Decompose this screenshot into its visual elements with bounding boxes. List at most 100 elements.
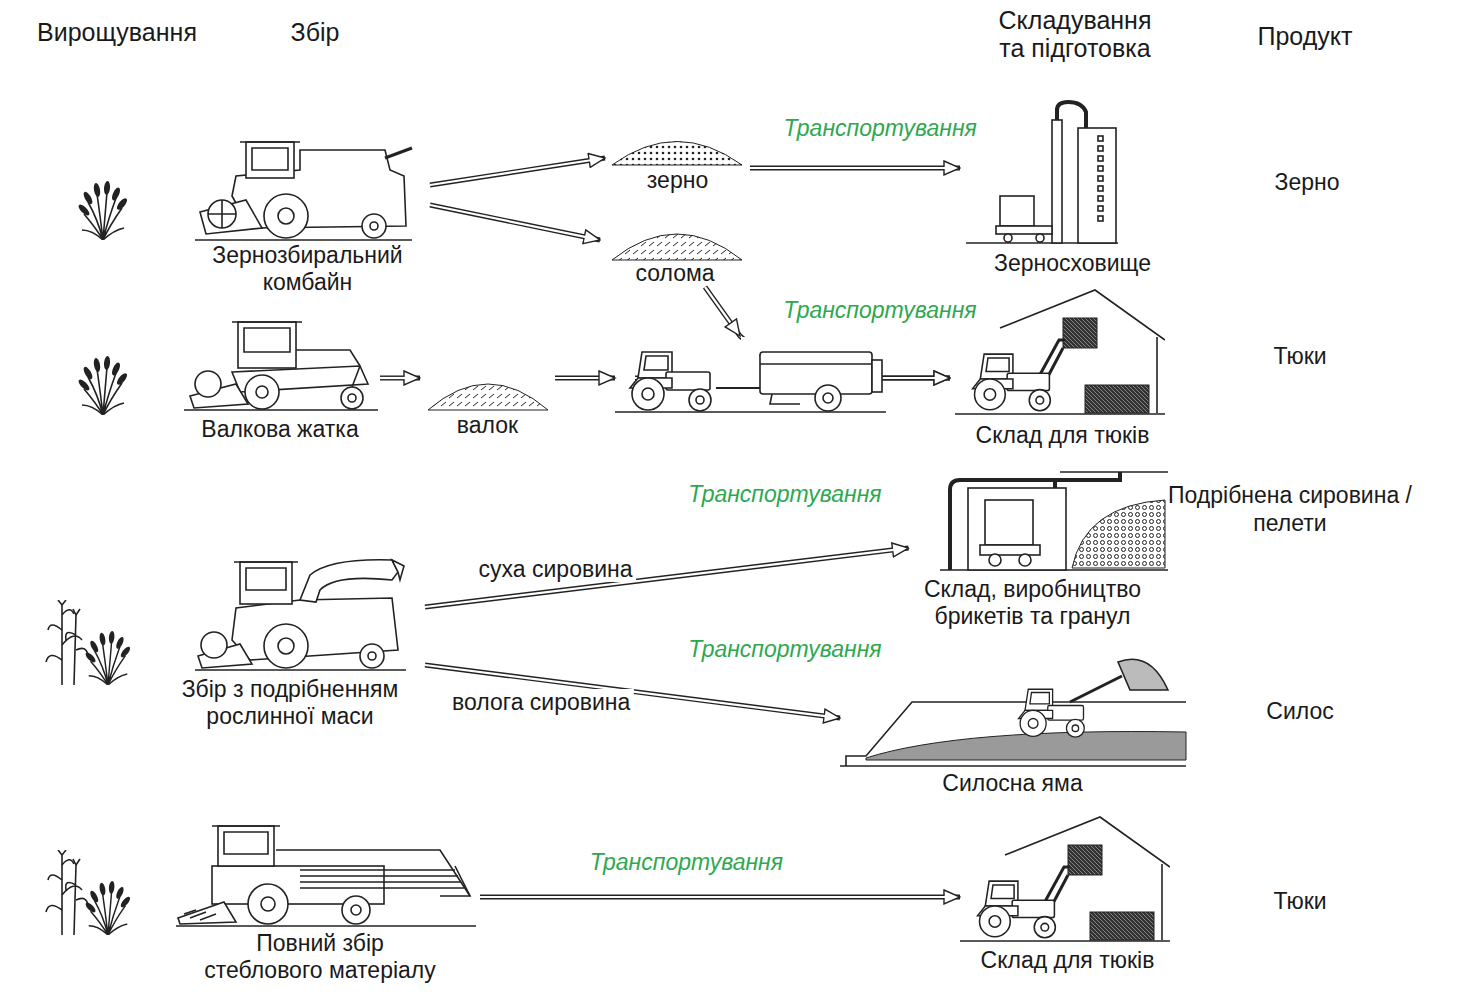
grain-silo — [1057, 102, 1086, 128]
product-label: Силос — [1240, 697, 1360, 725]
grain-silo — [1098, 166, 1103, 171]
crop-icons — [46, 181, 132, 935]
forage-harvester — [392, 560, 404, 580]
combine-harvester — [240, 141, 300, 143]
crop-icons — [46, 600, 132, 685]
machine-node: Валкова жатка — [180, 318, 380, 443]
node-caption: Повний збір стеблового матеріалу — [198, 930, 443, 984]
node-caption: валок — [457, 412, 518, 439]
arrow-fill — [425, 550, 896, 607]
flow-arrow — [425, 665, 840, 718]
forage-harvester — [240, 562, 292, 604]
node-caption: Склад для тюків — [981, 947, 1155, 974]
silage-clamp — [866, 732, 1186, 760]
forage-harvester — [246, 568, 286, 590]
combine-harvester — [370, 222, 378, 230]
whole-crop-harvester — [184, 910, 216, 920]
whole-crop-harvester — [261, 897, 275, 911]
image-area — [160, 818, 480, 930]
arrow-label: Транспортування — [780, 115, 981, 141]
grain-silo — [1004, 234, 1012, 242]
whole-crop-harvester — [176, 826, 476, 926]
tractor-baler — [741, 337, 763, 355]
node-caption: солома — [635, 260, 714, 287]
combine-harvester — [208, 200, 236, 228]
grain-silo — [1078, 128, 1116, 243]
whole-crop-harvester — [176, 925, 476, 927]
grain-silo — [1052, 120, 1062, 243]
combine-harvester — [195, 142, 412, 240]
image-area — [960, 815, 1175, 947]
arrow-label: Транспортування — [586, 849, 787, 875]
image-area — [909, 472, 1157, 576]
pellet-plant — [980, 545, 1040, 555]
machine-node: Склад для тюків — [960, 815, 1175, 974]
machine-node: Збір з подрібненням рослинної маси — [155, 552, 425, 730]
tractor-baler — [770, 394, 800, 404]
combine-harvester — [200, 200, 262, 234]
pellet-plant — [968, 488, 1066, 570]
arrow-fill — [430, 160, 592, 185]
pellet-plant — [940, 472, 1168, 570]
arrow-label: волога сировина — [448, 689, 634, 715]
straw-pile — [612, 234, 742, 260]
arrow-outline — [425, 665, 840, 718]
arrow-outline — [425, 548, 909, 607]
tractor-baler — [708, 369, 762, 387]
combine-harvester — [264, 194, 308, 238]
product-label: Тюки — [1240, 342, 1360, 370]
tractor-baler — [725, 319, 740, 336]
arrow-outline — [430, 158, 605, 185]
whole-crop-harvester — [218, 826, 274, 866]
whole-crop-harvester — [224, 832, 268, 854]
pellet-plant — [1019, 554, 1031, 566]
silage-clamp — [1070, 676, 1122, 702]
image-area — [605, 125, 750, 167]
windrower — [232, 321, 302, 323]
combine-harvester — [252, 148, 288, 170]
pellet-plant — [985, 500, 1033, 545]
whole-crop-harvester — [440, 866, 470, 896]
whole-crop-harvester — [248, 884, 288, 924]
combine-harvester — [208, 200, 236, 228]
arrow-fill — [425, 665, 827, 716]
forage-harvester — [201, 632, 227, 658]
image-area — [600, 212, 750, 260]
tractor-baler — [716, 387, 762, 389]
windrow-pile — [428, 384, 548, 410]
column-heading: Продукт — [1225, 22, 1385, 50]
tractor-baler — [760, 352, 872, 394]
arrow-outline — [430, 205, 600, 240]
transport-label: Транспортування — [675, 635, 895, 663]
machine-node: Повний збір стеблового матеріалу — [160, 818, 480, 984]
image-area — [840, 652, 1185, 770]
tractor-baler — [630, 352, 711, 411]
node-caption: Силосна яма — [942, 770, 1082, 797]
tractor-baler — [599, 319, 886, 412]
forage-harvester — [368, 652, 376, 660]
windrower — [238, 322, 296, 368]
flow-arrow — [430, 158, 605, 185]
forage-harvester — [234, 561, 298, 563]
flow-arrow — [750, 168, 960, 169]
grain-silo — [1098, 136, 1103, 141]
forage-harvester — [195, 560, 406, 670]
node-caption: Валкова жатка — [201, 416, 358, 443]
combine-harvester — [195, 239, 412, 241]
windrower — [256, 386, 268, 398]
arrow-fill — [480, 896, 947, 898]
machine-node: зерно — [605, 125, 750, 194]
flow-arrow — [380, 378, 420, 379]
grain-silo — [1098, 186, 1103, 191]
combine-harvester — [246, 142, 294, 178]
whole-crop-harvester — [342, 896, 370, 924]
arrow-outline — [380, 376, 420, 381]
arrow-label: суха сировина — [475, 556, 637, 582]
transport-label: Транспортування — [675, 480, 895, 508]
transport-label: Транспортування — [770, 296, 990, 324]
machine-node: солома — [600, 212, 750, 287]
arrow-outline — [480, 895, 960, 900]
pellet-plant — [1055, 472, 1120, 480]
product-label: Тюки — [1240, 887, 1360, 915]
